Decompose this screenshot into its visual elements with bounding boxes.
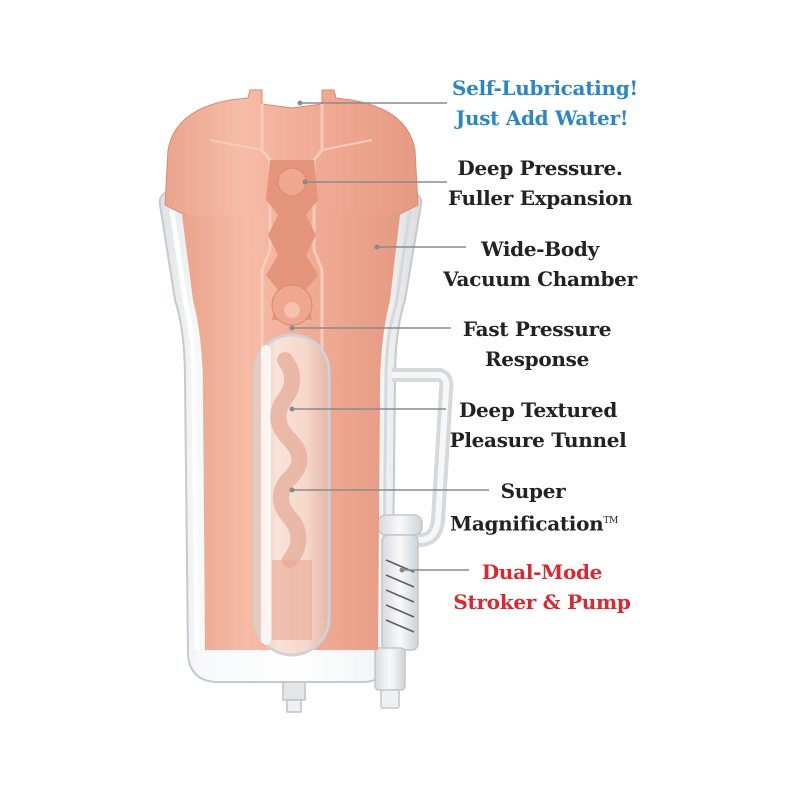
callout-dual-mode-line2: Stroker & Pump [453,590,631,614]
callout-wide-body-line1: Wide-Body [481,237,599,261]
callout-deep-pressure-line1: Deep Pressure. [457,156,623,180]
callout-deep-textured: Deep Textured Pleasure Tunnel [446,395,630,455]
callout-super-mag: Super MagnificationTM [450,476,619,539]
callout-super-mag-line2: Magnification [450,511,604,536]
callout-fast-pressure-line2: Response [484,347,590,371]
case-handle [392,368,454,547]
callout-wide-body-line2: Vacuum Chamber [443,267,637,291]
callout-deep-pressure-line2: Fuller Expansion [448,186,633,210]
callout-deep-textured-line1: Deep Textured [458,398,618,422]
callout-dual-mode: Dual-Mode Stroker & Pump [452,557,632,617]
callout-wide-body: Wide-Body Vacuum Chamber [442,234,638,294]
trademark-mark: TM [603,516,619,526]
callout-fast-pressure: Fast Pressure Response [452,314,622,374]
callout-self-lubricating-line2: Just Add Water! [455,106,629,130]
callout-dual-mode-line1: Dual-Mode [481,560,603,584]
callout-deep-textured-line2: Pleasure Tunnel [449,428,627,452]
callout-super-mag-line1: Super [500,479,566,503]
callout-self-lubricating-line1: Self-Lubricating! [452,76,638,100]
clear-inner-tube [253,333,331,657]
callout-deep-pressure: Deep Pressure. Fuller Expansion [448,153,633,213]
pump-unit [374,514,423,709]
callout-self-lubricating: Self-Lubricating! Just Add Water! [452,73,638,133]
callout-super-mag-line2-wrap: MagnificationTM [450,506,619,539]
callout-fast-pressure-line1: Fast Pressure [462,317,612,341]
leader-lines [289,100,489,573]
